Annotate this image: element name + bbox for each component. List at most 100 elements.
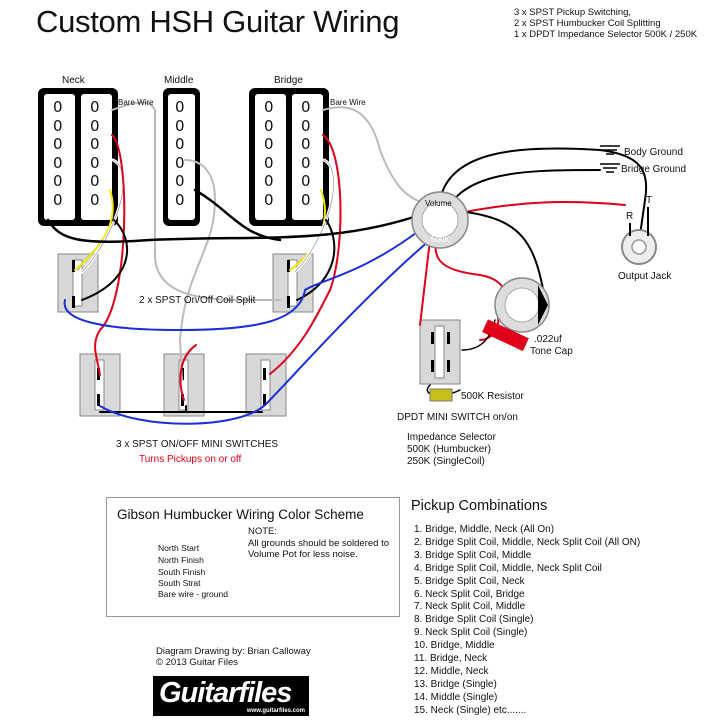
impedance-line: 500K (Humbucker) (407, 444, 491, 455)
combination-item: 5. Bridge Split Coil, Neck (414, 575, 525, 587)
combination-item: 7. Neck Split Coil, Middle (414, 601, 526, 613)
cap-value-label: .022uf (534, 334, 562, 345)
pole-piece: 0 (264, 153, 274, 172)
body-ground-symbol (600, 145, 620, 155)
combination-item: 14. Middle (Single) (414, 691, 498, 703)
combinations-title: Pickup Combinations (411, 498, 548, 514)
output-jack (621, 207, 657, 265)
pole-piece: 0 (264, 190, 274, 209)
pole-piece: 0 (175, 135, 185, 153)
pole-piece: 0 (90, 172, 100, 190)
combination-item: 15. Neck (Single) etc....... (414, 704, 527, 716)
pole-piece: 0 (175, 190, 185, 209)
pole-piece: 0 (53, 172, 63, 190)
neck-pickup (38, 88, 118, 226)
legend-note-title: NOTE: (248, 526, 278, 537)
dpdt-switch (419, 319, 461, 385)
output-jack-label: Output Jack (618, 271, 672, 282)
legend-entry: North Start (158, 543, 200, 553)
dpdt-label: DPDT MINI SWITCH on/on (397, 412, 518, 423)
coil-split-label: 2 x SPST On/Off Coil Split (139, 295, 256, 306)
pole-piece: 0 (301, 153, 311, 172)
neck-label: Neck (62, 75, 85, 86)
pole-piece: 0 (264, 135, 274, 153)
pole-piece: 0 (90, 135, 100, 153)
spst-switch-3 (245, 353, 287, 417)
legend-entry: Bare wire - ground (158, 589, 228, 599)
pole-piece: 0 (90, 153, 100, 172)
pole-piece: 0 (301, 98, 311, 116)
credit-line: Diagram Drawing by: Brian Calloway (156, 646, 311, 657)
impedance-line: Impedance Selector (407, 432, 496, 443)
pole-piece: 0 (90, 98, 100, 116)
impedance-label: Impedance Selector 500K (Humbucker) 250K… (407, 432, 496, 468)
tone-value: 500K (506, 305, 525, 314)
combination-item: 8. Bridge Split Coil (Single) (414, 614, 534, 626)
combination-item: 6. Neck Split Coil, Bridge (414, 588, 525, 600)
combination-item: 11. Bridge, Neck (414, 653, 488, 665)
spec-line: 3 x SPST Pickup Switching, (514, 7, 632, 18)
legend-entry: South Strat (158, 578, 201, 588)
pole-piece: 0 (301, 116, 311, 135)
logo-url: www.guitarfiles.com (246, 708, 305, 714)
impedance-line: 250K (SingleCoil) (407, 456, 485, 467)
tone-label: Tone (508, 294, 526, 303)
pole-piece: 0 (53, 116, 63, 135)
pole-piece: 0 (175, 98, 185, 116)
volume-value: 500K (431, 235, 450, 244)
volume-label: Volume (425, 199, 452, 208)
pole-piece: 0 (90, 116, 100, 135)
legend-entry: North Finish (158, 555, 204, 565)
pole-piece: 0 (53, 153, 63, 172)
spst-note-label: Turns Pickups on or off (139, 454, 242, 465)
pole-piece: 0 (175, 172, 185, 190)
bridge-bare-wire-label: Bare Wire (330, 98, 366, 107)
legend-entry: South Finish (158, 567, 206, 577)
pole-piece: 0 (53, 135, 63, 153)
combinations-list: 1. Bridge, Middle, Neck (All On)2. Bridg… (414, 524, 640, 718)
pole-piece: 0 (264, 172, 274, 190)
spec-list: 3 x SPST Pickup Switching, 2 x SPST Humb… (514, 7, 697, 40)
bridge-pickup (249, 88, 329, 226)
credit: Diagram Drawing by: Brian Calloway © 201… (156, 646, 311, 668)
combination-item: 13. Bridge (Single) (414, 678, 497, 690)
middle-pickup (163, 88, 200, 226)
spec-line: 1 x DPDT Impedance Selector 500K / 250K (514, 29, 698, 40)
combination-item: 4. Bridge Split Coil, Middle, Neck Split… (414, 562, 602, 574)
combination-item: 3. Bridge Split Coil, Middle (414, 549, 532, 561)
bridge-ground-label: Bridge Ground (621, 164, 687, 175)
spst-switches-label: 3 x SPST ON/OFF MINI SWITCHES (116, 439, 279, 450)
guitarfiles-logo: Guitarfiles www.guitarfiles.com (153, 676, 309, 716)
cap-name-label: Tone Cap (530, 346, 573, 357)
combination-item: 9. Neck Split Coil (Single) (414, 627, 528, 639)
volume-pot (411, 191, 469, 249)
legend-note-text: All grounds should be soldered to Volume… (248, 538, 390, 560)
tone-pot (494, 277, 550, 333)
resistor (429, 388, 453, 402)
credit-line: © 2013 Guitar Files (156, 657, 238, 668)
coil-split-switch-bridge (272, 253, 314, 313)
combination-item: 2. Bridge Split Coil, Middle, Neck Split… (414, 536, 641, 548)
resistor-label: 500K Resistor (461, 391, 524, 402)
pole-piece: 0 (301, 190, 311, 209)
pole-piece: 0 (301, 135, 311, 153)
pole-piece: 0 (301, 172, 311, 190)
pole-piece: 0 (53, 190, 63, 209)
middle-label: Middle (164, 75, 194, 86)
legend-title: Gibson Humbucker Wiring Color Scheme (117, 507, 364, 522)
combination-item: 12. Middle, Neck (414, 665, 489, 677)
bridge-label: Bridge (274, 75, 303, 86)
logo-name: Guitarfiles (159, 677, 292, 709)
pole-piece: 0 (264, 116, 274, 135)
combination-item: 10. Bridge, Middle (414, 640, 495, 652)
bridge-ground-symbol (600, 163, 620, 173)
body-ground-label: Body Ground (624, 147, 683, 158)
pole-piece: 0 (175, 116, 185, 135)
jack-ring-label: R (626, 211, 634, 222)
pole-piece: 0 (90, 190, 100, 209)
neck-bare-wire-label: Bare Wire (118, 98, 154, 107)
jack-tip-label: T (646, 195, 653, 206)
pole-piece: 0 (53, 98, 63, 116)
pole-piece: 0 (264, 98, 274, 116)
spec-line: 2 x SPST Humbucker Coil Splitting (514, 18, 661, 29)
